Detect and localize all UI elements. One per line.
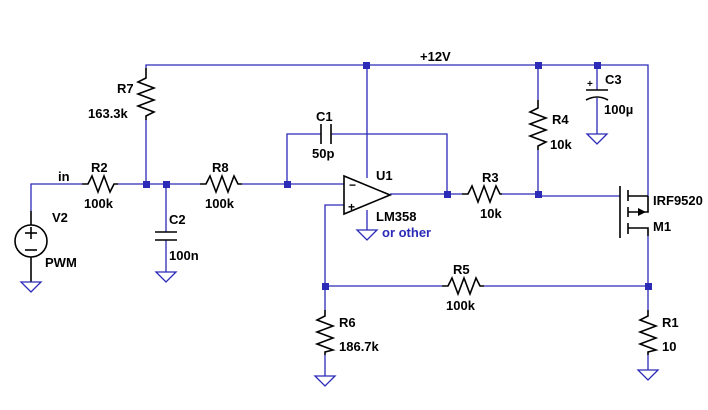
mosfet-m1 — [619, 186, 649, 238]
svg-text:+: + — [348, 200, 355, 214]
net-label-supply: +12V — [420, 49, 451, 64]
net-label-input: in — [58, 169, 70, 184]
label-r7-name: R7 — [117, 81, 134, 96]
ground-symbol — [313, 375, 337, 387]
junction-dot — [284, 181, 291, 188]
label-r7-value: 163.3k — [88, 106, 129, 121]
resistor-r7 — [135, 68, 157, 120]
junction-dot — [143, 181, 150, 188]
label-u1-note: or other — [382, 225, 431, 240]
ground-symbol — [636, 369, 660, 381]
label-r4-value: 10k — [550, 137, 572, 152]
junction-dot — [645, 283, 652, 290]
label-r8-name: R8 — [212, 160, 229, 175]
label-v2-value: PWM — [45, 255, 77, 270]
wire-c1-left — [286, 133, 321, 184]
ground-symbols — [19, 133, 660, 387]
ground-symbol — [154, 271, 178, 283]
wire-gate — [537, 194, 620, 197]
label-v2-name: V2 — [52, 210, 68, 225]
wire-c1-right — [331, 133, 448, 194]
opamp-u1: − + — [343, 174, 393, 216]
label-r5-value: 100k — [446, 298, 476, 313]
ground-symbol — [585, 133, 609, 145]
capacitor-c2 — [155, 231, 177, 241]
label-c1-name: C1 — [316, 109, 333, 124]
label-u1-value: LM358 — [376, 209, 416, 224]
wire-supply-rail — [145, 64, 649, 196]
label-u1-name: U1 — [376, 168, 393, 183]
resistor-r3 — [462, 183, 502, 205]
label-m1-value: IRF9520 — [653, 193, 703, 208]
label-r5-name: R5 — [453, 262, 470, 277]
label-r6-value: 186.7k — [339, 339, 380, 354]
wire-input — [30, 183, 82, 211]
wire-noninverting — [324, 204, 344, 310]
label-r1-name: R1 — [662, 315, 679, 330]
capacitor-c1 — [320, 124, 332, 144]
label-r4-name: R4 — [552, 112, 569, 127]
resistor-r4 — [527, 100, 549, 150]
label-r2-name: R2 — [91, 160, 108, 175]
label-r8-value: 100k — [205, 196, 235, 211]
resistor-r6 — [314, 310, 336, 355]
label-c2-name: C2 — [169, 212, 186, 227]
label-r6-name: R6 — [339, 315, 356, 330]
junctions — [143, 62, 652, 290]
junction-dot — [363, 62, 370, 69]
label-r1-value: 10 — [662, 339, 676, 354]
label-c1-value: 50p — [312, 146, 334, 161]
ground-symbol — [355, 229, 379, 241]
label-m1-name: M1 — [653, 219, 671, 234]
junction-dot — [535, 191, 542, 198]
junction-dot — [444, 191, 451, 198]
junction-dot — [594, 62, 601, 69]
resistor-r5 — [442, 275, 484, 297]
label-c3-name: C3 — [605, 72, 622, 87]
junction-dot — [322, 283, 329, 290]
voltage-source-v2 — [14, 211, 48, 282]
junction-dot — [535, 62, 542, 69]
resistor-r2 — [82, 173, 118, 195]
label-c2-value: 100n — [169, 248, 199, 263]
resistor-r1 — [637, 310, 659, 355]
label-c3-value: 100µ — [604, 102, 633, 117]
svg-text:−: − — [349, 178, 356, 192]
label-r3-name: R3 — [482, 170, 499, 185]
capacitor-c3: + — [585, 79, 609, 101]
label-r2-value: 100k — [84, 196, 114, 211]
resistor-r8 — [200, 173, 242, 195]
svg-text:+: + — [587, 79, 593, 90]
junction-dot — [163, 181, 170, 188]
ground-symbol — [19, 281, 43, 293]
label-r3-value: 10k — [480, 206, 502, 221]
